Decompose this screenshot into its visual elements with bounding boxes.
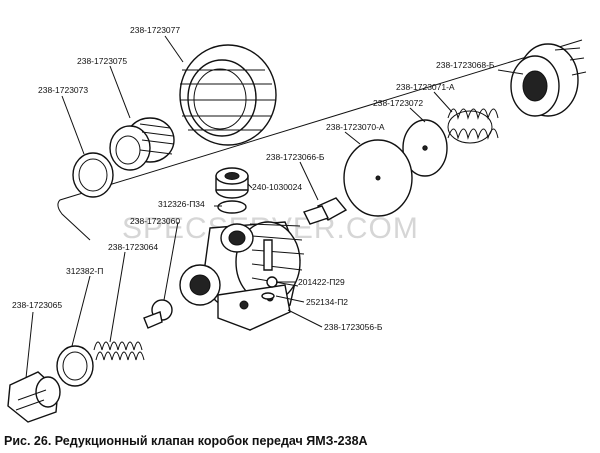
fitting-part xyxy=(215,167,249,199)
label-238-1723071-a: 238-1723071-А xyxy=(396,82,455,92)
label-201422-p29: 201422-П29 xyxy=(298,277,345,287)
label-312382-p: 312382-П xyxy=(66,266,103,276)
spring-lower-part xyxy=(93,341,145,361)
label-240-1030024: 240-1030024 xyxy=(252,182,302,192)
screw-part xyxy=(266,276,278,288)
label-238-1723065: 238-1723065 xyxy=(12,300,62,310)
assembly-axis-line xyxy=(57,39,583,241)
plunger-part xyxy=(143,299,173,329)
leader-lines xyxy=(25,35,524,379)
bolt-part xyxy=(303,197,348,225)
label-238-1723070-a: 238-1723070-А xyxy=(326,122,385,132)
threaded-plug-part xyxy=(109,117,175,171)
membrane-disc-part xyxy=(343,139,413,217)
drain-plug-part xyxy=(7,371,61,423)
label-238-1723073: 238-1723073 xyxy=(38,85,88,95)
label-238-1723066-b: 238-1723066-Б xyxy=(266,152,325,162)
label-252134-p2: 252134-П2 xyxy=(306,297,348,307)
label-238-1723077: 238-1723077 xyxy=(130,25,180,35)
spring-upper-part xyxy=(447,108,499,144)
knurled-nut-part xyxy=(179,44,277,146)
sealing-washer-part xyxy=(72,152,114,198)
sealing-ring-lower-part xyxy=(56,345,94,387)
label-238-1723064: 238-1723064 xyxy=(108,242,158,252)
label-238-1723075: 238-1723075 xyxy=(77,56,127,66)
label-238-1723056-b: 238-1723056-Б xyxy=(324,322,383,332)
valve-cap-part xyxy=(510,43,587,117)
figure-caption: Рис. 26. Редукционный клапан коробок пер… xyxy=(4,434,368,448)
label-238-1723068-b: 238-1723068-Б xyxy=(436,60,495,70)
label-312326-p34: 312326-П34 xyxy=(158,199,205,209)
label-238-1723072: 238-1723072 xyxy=(373,98,423,108)
lock-washer-part xyxy=(261,292,275,300)
small-disc-part xyxy=(402,119,448,177)
label-238-1723060: 238-1723060 xyxy=(130,216,180,226)
o-ring-part xyxy=(217,200,247,214)
